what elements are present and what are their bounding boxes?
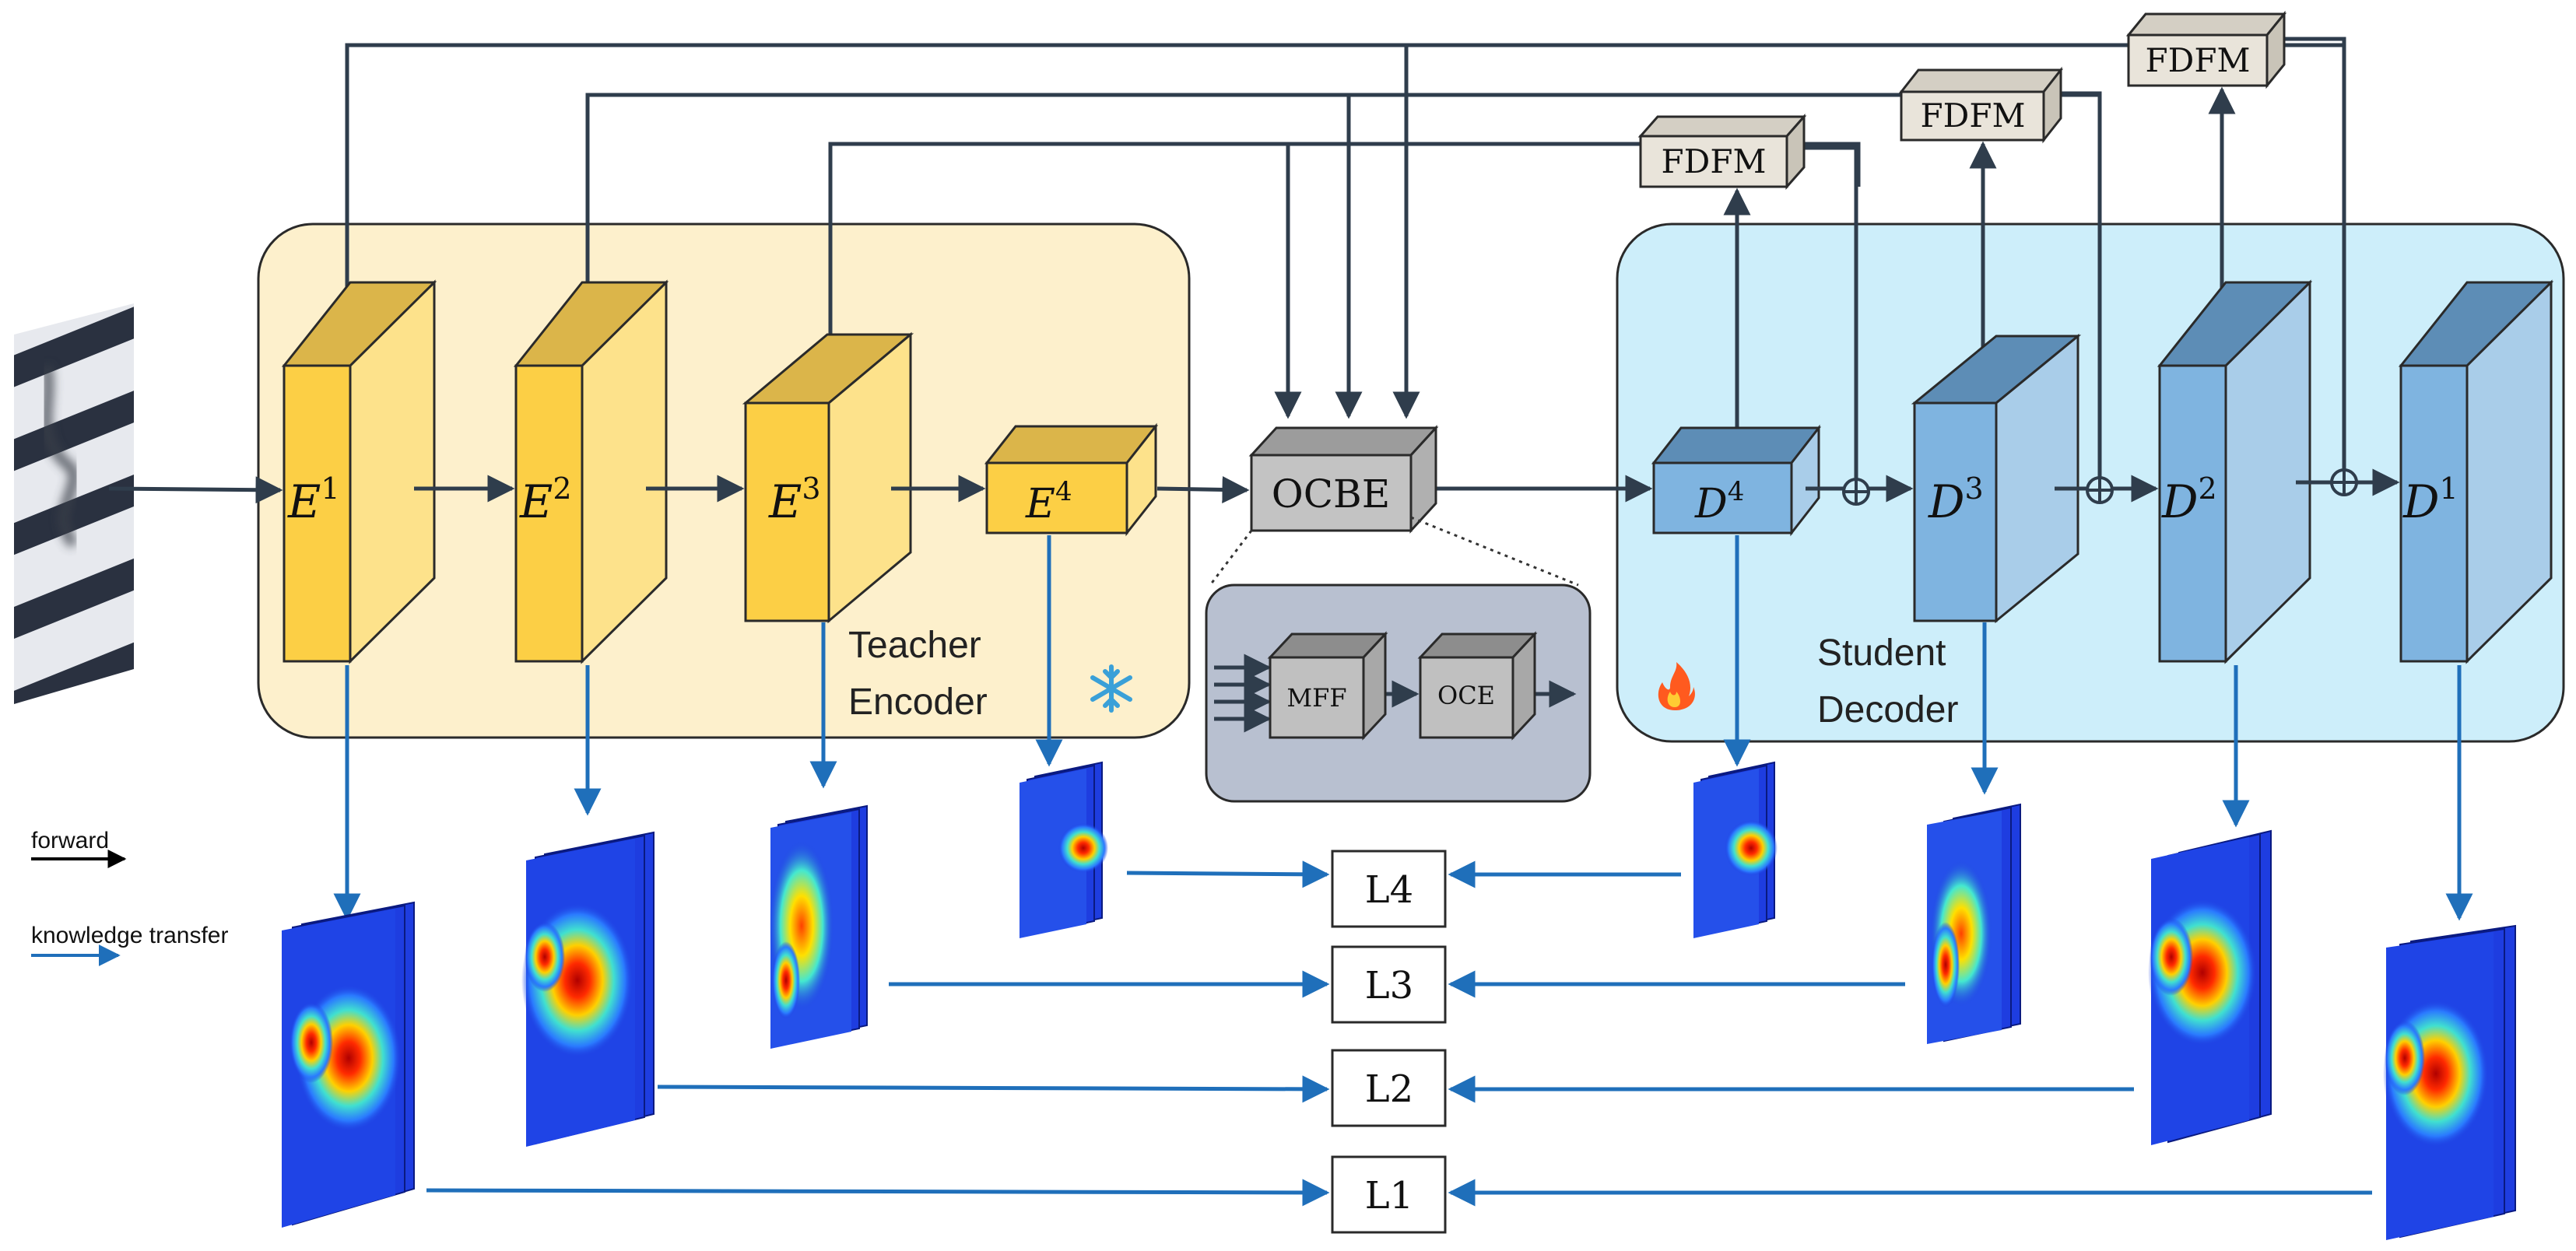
heatmap-stack-e4 [1020,761,1108,938]
input-image [14,303,134,704]
sum-node-1 [1842,478,1870,506]
oce-label: OCE [1437,681,1495,710]
heatmap-stack-e2 [521,831,655,1147]
ocbe-detail-callout: MFF OCE [1205,516,1592,803]
decoder-block-d4 [1651,424,1822,537]
forward-arrows-encoder [108,475,1653,504]
decoder-block-d2 [2157,279,2313,664]
decoder-label-d3: D3 [1928,471,1984,528]
svg-text:L4: L4 [1365,868,1413,912]
mff-block: MFF [1267,631,1388,741]
loss-box-l3: L3 [1331,945,1447,1024]
skip-connections [345,37,2346,478]
heatmap-stack-d4 [1693,761,1778,938]
heatmap-stack-d3 [1927,803,2021,1044]
decoder-label-d2: D2 [2161,471,2217,528]
encoder-label-e2: E2 [519,471,572,528]
encoder-label-e4: E4 [1025,476,1072,527]
legend-transfer-label: knowledge transfer [31,923,228,948]
encoder-block-e1 [281,279,437,664]
fdfm-label-2: FDFM [1921,96,2026,135]
sum-node-3 [2330,468,2358,496]
svg-text:L3: L3 [1365,964,1413,1007]
fdfm-module-2: FDFM [1898,66,2064,144]
oce-block: OCE [1417,631,1538,741]
decoder-label-d4: D4 [1694,476,1744,527]
encoder-block-e3 [742,331,914,624]
ocbe-label: OCBE [1272,471,1391,517]
fdfm-module-1: FDFM [1637,114,1807,190]
legend: forward knowledge transfer [31,828,228,966]
fdfm-label-1: FDFM [1662,142,1767,180]
snowflake-icon [1090,664,1132,713]
heatmap-stack-e3 [769,804,868,1049]
teacher-encoder-title: Teacher [848,625,981,666]
encoder-label-e3: E3 [768,471,821,528]
student-decoder-title-2: Decoder [1817,689,1958,731]
heatmap-stack-d2 [2148,829,2272,1145]
flame-icon [1658,662,1695,710]
sum-node-2 [2086,476,2114,504]
heatmap-stack-e1 [282,901,415,1228]
decoder-block-d3 [1911,333,2082,624]
svg-text:L1: L1 [1365,1174,1413,1218]
fdfm-module-3: FDFM [2125,10,2287,89]
decoder-block-d1 [2398,279,2554,664]
heatmap-stack-d1 [2383,924,2516,1240]
teacher-encoder-title-2: Encoder [848,682,988,723]
mff-label: MFF [1286,683,1346,713]
encoder-label-e1: E1 [287,471,340,528]
ocbe-block: OCBE [1248,425,1439,534]
knowledge-transfer-to-loss-arrows [426,860,2372,1207]
decoder-forward-arrows [1806,468,2400,503]
decoder-label-d1: D1 [2402,471,2458,528]
student-decoder-title: Student [1817,633,1946,674]
loss-box-l1: L1 [1331,1155,1447,1234]
encoder-block-e2 [513,279,669,664]
svg-text:L2: L2 [1365,1067,1413,1111]
legend-forward-label: forward [31,828,109,853]
fdfm-label-3: FDFM [2146,41,2251,79]
encoder-block-e4 [984,422,1159,537]
loss-box-l2: L2 [1331,1049,1447,1127]
knowledge-transfer-down-arrows [333,535,2473,921]
loss-box-l4: L4 [1331,850,1447,928]
